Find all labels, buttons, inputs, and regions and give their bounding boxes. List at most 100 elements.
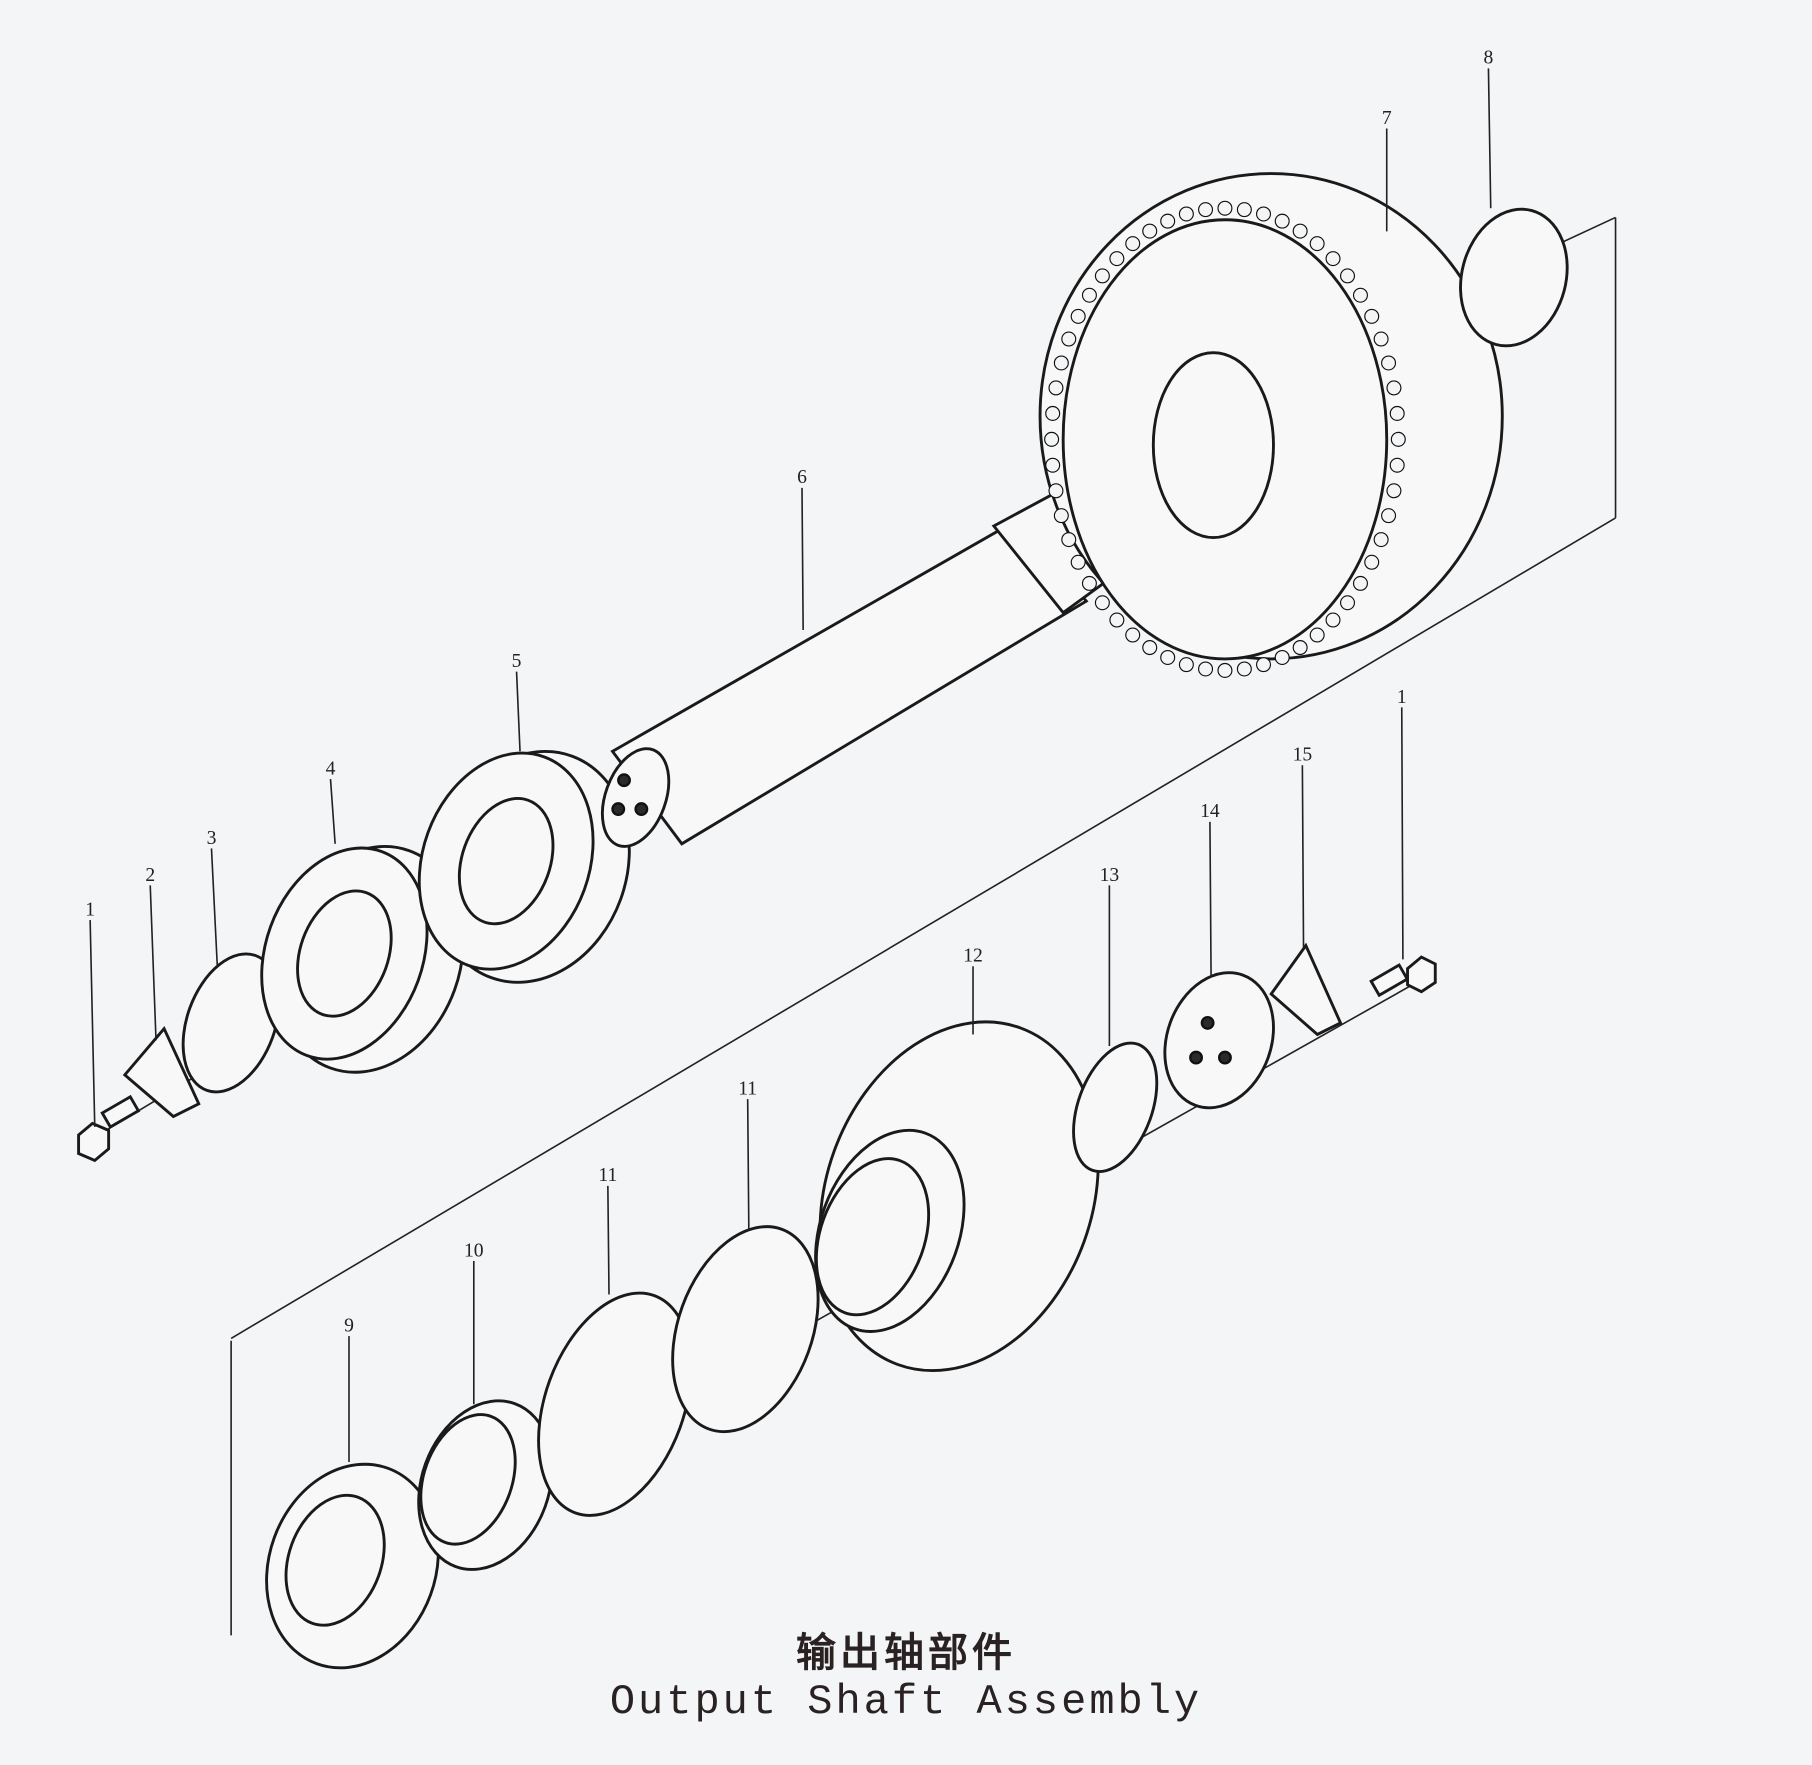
gear-tooth	[1256, 206, 1272, 222]
gear-tooth	[1325, 612, 1341, 628]
gear-tooth	[1292, 640, 1308, 656]
part-number-label: 14	[1200, 800, 1220, 822]
gear-tooth	[1274, 649, 1290, 665]
gear-tooth	[1292, 223, 1308, 239]
cover-plate	[181, 952, 281, 1094]
part-number-label: 10	[464, 1239, 484, 1261]
leader-line	[515, 671, 521, 752]
leader-line	[1400, 707, 1404, 960]
gear-tooth	[1044, 431, 1060, 447]
gear-tooth	[1070, 308, 1086, 324]
part-number-label: 7	[1382, 107, 1392, 129]
part-number-label: 3	[207, 827, 217, 849]
oil-seal-11a	[537, 1291, 693, 1517]
gear-tooth	[1125, 627, 1141, 643]
gear-tooth	[1053, 508, 1069, 524]
output-shaft	[600, 483, 1129, 848]
leader-line	[801, 487, 804, 631]
gear-tooth	[1352, 287, 1368, 303]
title-chinese: 输出轴部件	[796, 1629, 1016, 1676]
gear-tooth	[1045, 457, 1061, 473]
gear-tooth	[1325, 251, 1341, 267]
gear-tooth	[1373, 532, 1389, 548]
gear-tooth	[1364, 554, 1380, 570]
part-number-label: 6	[797, 466, 807, 488]
part-number-label: 1	[1397, 686, 1407, 708]
part-number-label: 11	[738, 1078, 757, 1100]
leader-line	[607, 1185, 610, 1295]
part-number-label: 11	[598, 1164, 617, 1186]
gear-tooth	[1061, 331, 1077, 347]
bearing-5	[417, 750, 631, 984]
leader-line	[149, 885, 157, 1041]
leader-line	[1487, 68, 1492, 209]
leader-line	[210, 848, 219, 966]
gear-tooth	[1198, 202, 1214, 218]
leader-line	[1209, 821, 1212, 977]
gear-tooth	[1045, 405, 1061, 421]
gear-tooth	[1081, 575, 1097, 591]
bolt-left	[77, 1094, 141, 1163]
cover-plate-14	[1163, 971, 1275, 1110]
gear-tooth	[1364, 308, 1380, 324]
gear-tooth	[1160, 649, 1176, 665]
gear-tooth	[1386, 483, 1402, 499]
part-number-label: 1	[85, 898, 95, 920]
lock-plate	[122, 1026, 201, 1119]
gear-tooth	[1236, 202, 1252, 218]
gear-tooth	[1094, 595, 1110, 611]
gear-tooth	[1198, 661, 1214, 677]
gear-tooth	[1048, 380, 1064, 396]
helical-gear	[1038, 172, 1504, 678]
gear-tooth	[1178, 206, 1194, 222]
title-english: Output Shaft Assembly	[609, 1678, 1203, 1726]
output-flange-12	[814, 1020, 1100, 1373]
gear-tooth	[1178, 657, 1194, 673]
gear-tooth	[1309, 236, 1325, 252]
part-number-label: 15	[1293, 744, 1313, 766]
gear-tooth	[1340, 268, 1356, 284]
part-number-label: 2	[145, 864, 155, 886]
part-number-label: 8	[1484, 47, 1494, 69]
lock-plate-15	[1269, 942, 1343, 1037]
gear-tooth	[1070, 554, 1086, 570]
part-number-label: 4	[326, 757, 336, 779]
gear-tooth	[1381, 508, 1397, 524]
bearing-4	[260, 845, 465, 1074]
leader-line	[1301, 765, 1305, 948]
gear-tooth	[1048, 483, 1064, 499]
gear-tooth	[1390, 431, 1406, 447]
o-ring-13	[1072, 1041, 1159, 1173]
part-number-label: 13	[1100, 864, 1120, 886]
gear-tooth	[1256, 657, 1272, 673]
gear-tooth	[1142, 640, 1158, 656]
gear-tooth	[1160, 213, 1176, 229]
gear-tooth	[1309, 627, 1325, 643]
part-number-label: 5	[512, 650, 522, 672]
bearing-9	[265, 1462, 440, 1670]
gear-tooth	[1389, 457, 1405, 473]
gear-tooth	[1381, 355, 1397, 371]
gear-tooth	[1389, 405, 1405, 421]
bearing-race-10	[417, 1399, 554, 1571]
snap-ring-8	[1459, 207, 1569, 348]
leader-line	[89, 920, 96, 1127]
gear-tooth	[1081, 287, 1097, 303]
leader-line	[746, 1099, 750, 1231]
gear-tooth	[1053, 355, 1069, 371]
gear-tooth	[1109, 612, 1125, 628]
gear-tooth	[1274, 213, 1290, 229]
gear-tooth	[1340, 595, 1356, 611]
gear-tooth	[1352, 575, 1368, 591]
gear-tooth	[1217, 662, 1233, 678]
gear-tooth	[1386, 380, 1402, 396]
gear-tooth	[1061, 532, 1077, 548]
gear-tooth	[1125, 236, 1141, 252]
gear-tooth	[1373, 331, 1389, 347]
gear-tooth	[1217, 200, 1233, 216]
part-number-label: 12	[963, 945, 983, 967]
part-number-label: 9	[344, 1314, 354, 1336]
gear-tooth	[1094, 268, 1110, 284]
gear-tooth	[1109, 251, 1125, 267]
